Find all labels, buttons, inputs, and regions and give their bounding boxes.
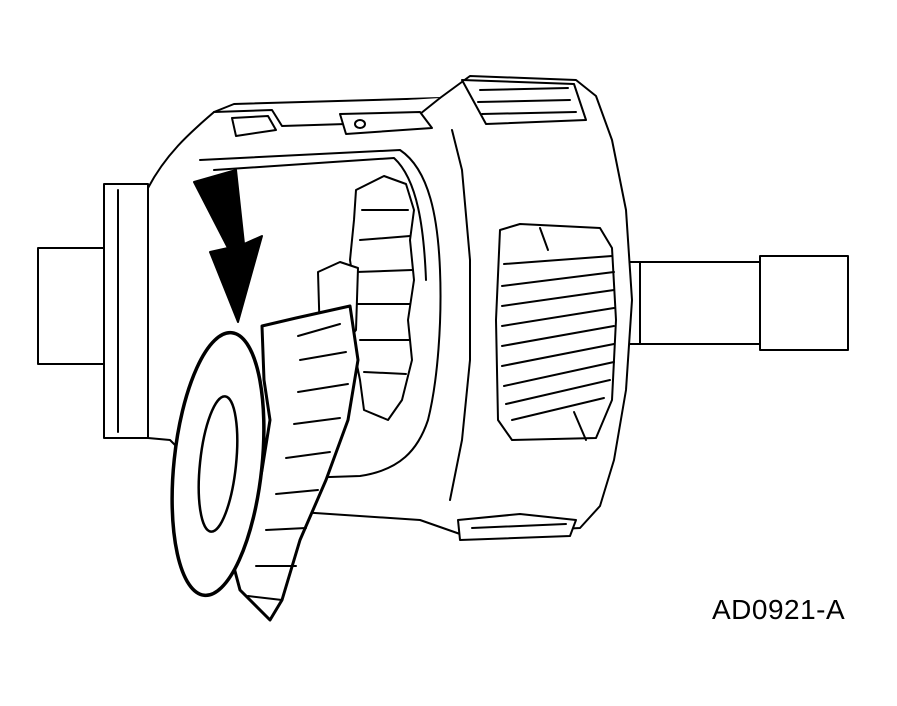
axle-shaft-right xyxy=(599,255,849,351)
axle-shaft-left xyxy=(37,183,149,439)
side-gear xyxy=(230,304,360,622)
figure-reference-code: AD0921-A xyxy=(712,594,846,625)
thrust-washer xyxy=(170,330,266,598)
callout-arrow xyxy=(193,169,263,323)
